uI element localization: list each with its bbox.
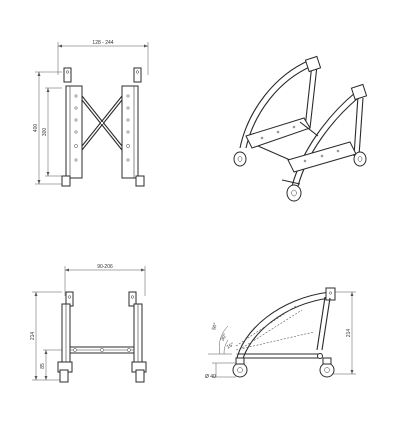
front-view-extended: 128 - 244 400 300 (33, 40, 149, 187)
wheel-diameter-label: Ø 40 (205, 374, 216, 380)
side-height-label: 214 (346, 329, 352, 338)
inner-height-label: 300 (42, 128, 48, 137)
folded-height-label: 214 (30, 332, 36, 341)
lower-height-label: 85 (40, 363, 46, 369)
side-view-tilt: 214 50° 30° 15° (205, 287, 356, 380)
angle-50-label: 50° (211, 322, 219, 331)
outer-height-label: 400 (33, 124, 39, 133)
isometric-view-extended (233, 55, 368, 202)
angle-15-label: 15° (226, 342, 236, 351)
front-view-folded: 90-206 214 85 (30, 264, 147, 383)
angle-30-label: 30° (220, 333, 229, 343)
width-range-label: 128 - 244 (92, 40, 113, 46)
folded-width-range-label: 90-206 (97, 264, 113, 270)
